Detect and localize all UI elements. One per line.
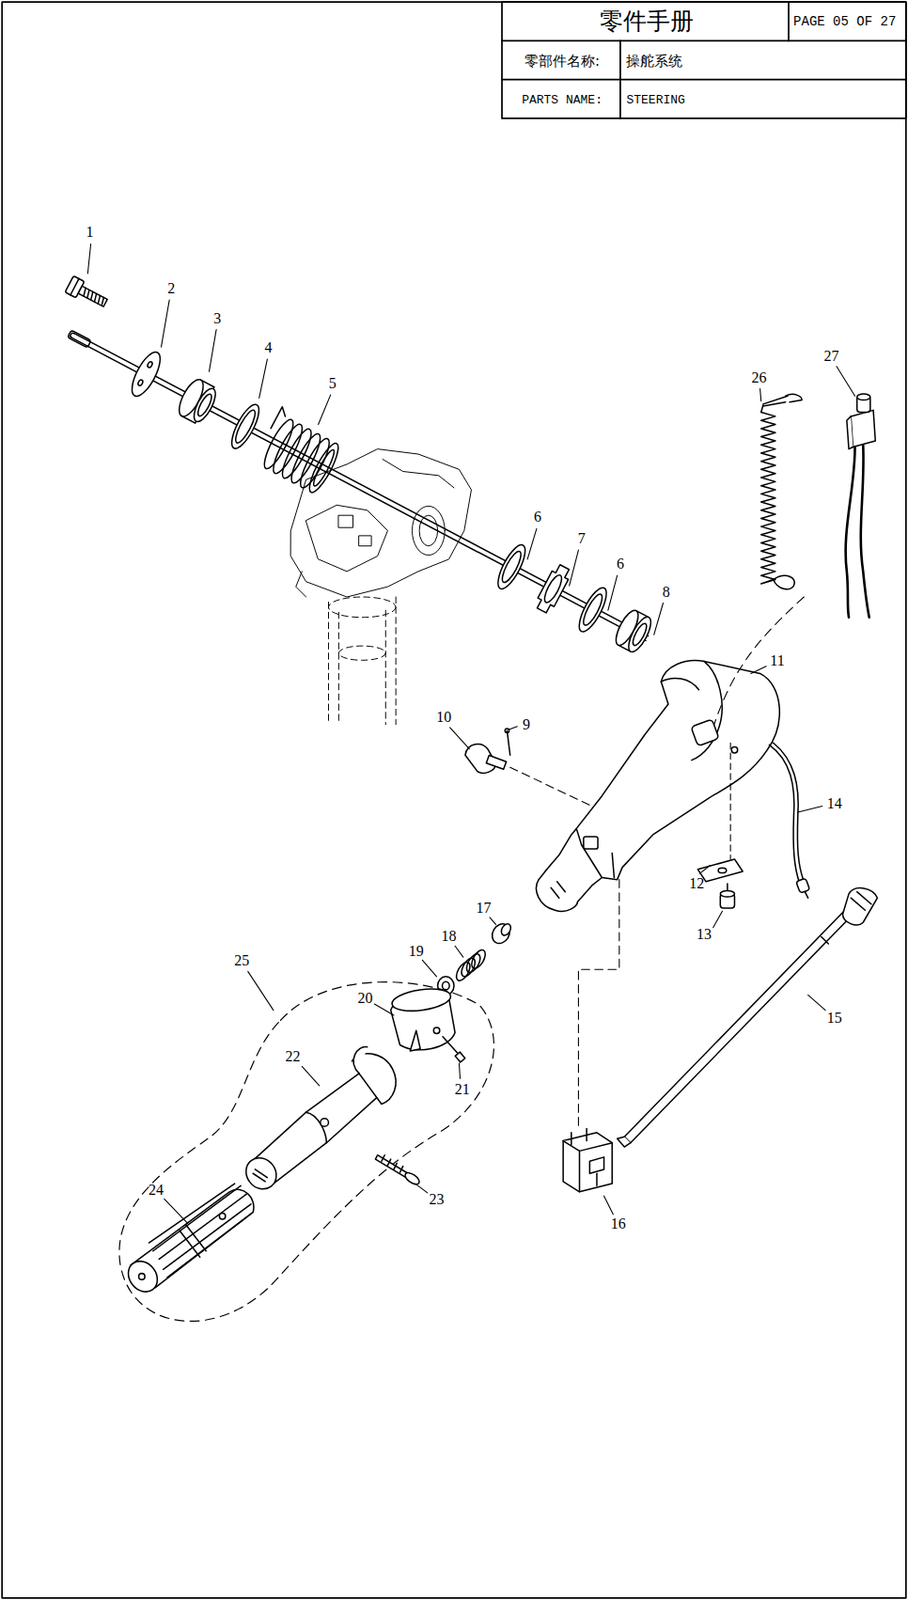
pin-head [504,728,509,733]
callout-number: 27 [824,348,840,364]
throttle-block [563,1127,612,1191]
callout-number: 8 [662,584,671,600]
pin [506,730,510,755]
throttle-shaft [617,888,878,1147]
callout-number: 6 [533,509,542,525]
washer [492,541,531,593]
cup [488,920,514,946]
callout-number: 23 [429,1191,445,1207]
stop-lanyard [714,393,805,724]
grip [122,1183,254,1298]
callout-number: 9 [522,717,531,733]
callout-number: 4 [264,340,272,356]
table-cell: PARTS NAME: [521,93,603,107]
spring [454,947,489,983]
screw [720,883,735,908]
plate [126,347,167,400]
table-cell: 操舵系统 [626,54,683,69]
leader-lines [87,243,855,1223]
callout-number: 12 [688,876,705,892]
washer [574,583,612,635]
title-table [501,1,907,119]
callout-number: 1 [86,224,94,240]
throttle-sleeve [391,986,455,1051]
bushing [611,607,656,656]
callout-number: 21 [454,1081,470,1097]
friction-knob [465,744,507,774]
callout-number: 6 [616,556,625,572]
callout-number: 3 [213,311,221,327]
bolt [64,275,110,312]
title-text: 零件手册 [599,8,694,32]
page-number: PAGE 05 OF 27 [793,15,896,29]
screw [375,1155,422,1188]
callout-number: 22 [285,1048,301,1065]
callout-number: 24 [148,1182,164,1198]
swivel-bracket [290,449,471,725]
table-cell: 零部件名称: [524,54,600,69]
grip-body [239,1046,396,1195]
dashed-guide [578,879,619,1131]
callout-number: 13 [696,926,712,942]
tiller-handle [536,660,781,912]
tiller-cable-rod [67,329,650,642]
tab-washer [533,563,574,615]
callout-number: 20 [358,990,374,1006]
callout-number: 7 [578,531,586,547]
callout-number: 25 [234,953,250,969]
callout-number: 17 [475,900,491,916]
callout-number: 14 [827,796,843,812]
table-cell: STEERING [626,93,685,107]
washer [226,401,265,453]
plate [697,859,743,882]
dashed-guide [730,742,732,860]
callout-number: 11 [769,653,784,669]
callout-number: 15 [827,1010,843,1026]
dashed-guide [510,767,593,806]
callout-number: 19 [408,943,424,959]
stop-switch [845,393,877,618]
friction-spring [252,407,346,497]
assembly-outline [119,982,495,1322]
stop-wire [768,742,810,898]
callout-number: 5 [328,375,337,392]
callout-number: 26 [751,370,768,386]
callout-number: 10 [436,709,452,725]
callout-number: 18 [441,928,457,944]
bushing [174,375,221,427]
screw [442,1036,466,1063]
callout-number: 16 [610,1216,627,1232]
callout-number: 2 [167,281,175,297]
